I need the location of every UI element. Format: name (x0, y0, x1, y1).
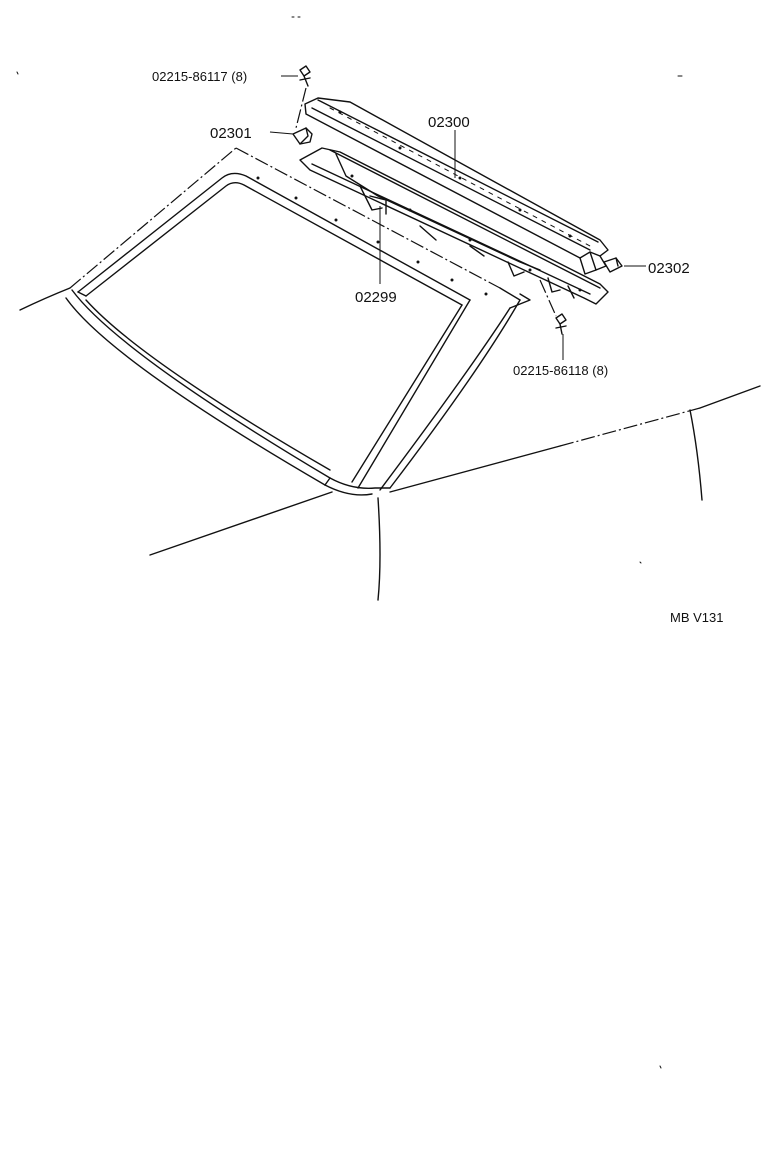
bolt-lower-icon (555, 313, 567, 335)
car-body-outline (16, 16, 761, 1069)
label-bolt-upper: 02215-86117 (8) (152, 69, 247, 84)
figure-code: MB V131 (670, 610, 723, 625)
bolt-upper-icon (299, 65, 311, 87)
bracket-left (292, 127, 313, 145)
label-bracket-left: 02301 (210, 125, 252, 142)
cowl-top-panel (304, 97, 609, 275)
leader-lines (269, 75, 646, 360)
bracket-right (603, 257, 623, 273)
label-cowl-top: 02300 (428, 114, 470, 131)
cowl-inner-panel (299, 147, 609, 305)
label-cowl-inner: 02299 (355, 289, 397, 306)
label-bracket-right: 02302 (648, 260, 690, 277)
label-bolt-lower: 02215-86118 (8) (513, 363, 608, 378)
